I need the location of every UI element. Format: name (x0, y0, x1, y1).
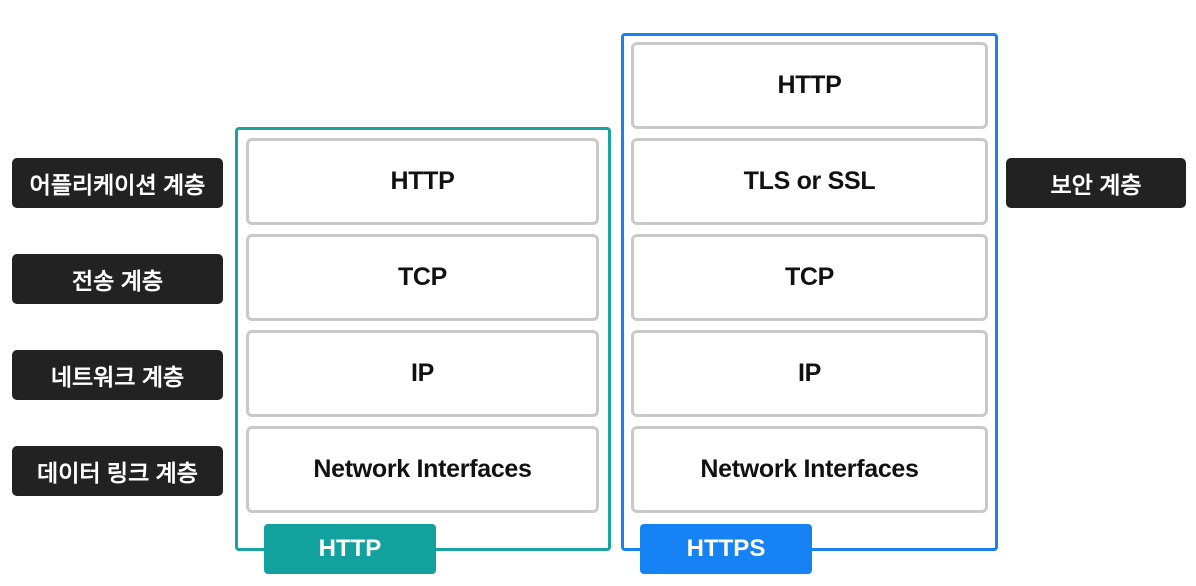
layer-label-transport: 전송 계층 (12, 254, 223, 304)
https-stack-layer-tls-ssl: TLS or SSL (631, 138, 988, 225)
http-stack-layer-http: HTTP (246, 138, 599, 225)
layer-label-network: 네트워크 계층 (12, 350, 223, 400)
https-stack-layer-tcp: TCP (631, 234, 988, 321)
http-stack-layer-network-interfaces: Network Interfaces (246, 426, 599, 513)
http-stack-layer-ip: IP (246, 330, 599, 417)
layer-label-data-link: 데이터 링크 계층 (12, 446, 223, 496)
layer-label-application: 어플리케이션 계층 (12, 158, 223, 208)
https-stack-layer-http: HTTP (631, 42, 988, 129)
http-stack-layer-tcp: TCP (246, 234, 599, 321)
http-tag: HTTP (264, 524, 436, 574)
layer-label-security: 보안 계층 (1006, 158, 1186, 208)
https-stack-layer-ip: IP (631, 330, 988, 417)
https-tag: HTTPS (640, 524, 812, 574)
https-stack-layer-network-interfaces: Network Interfaces (631, 426, 988, 513)
